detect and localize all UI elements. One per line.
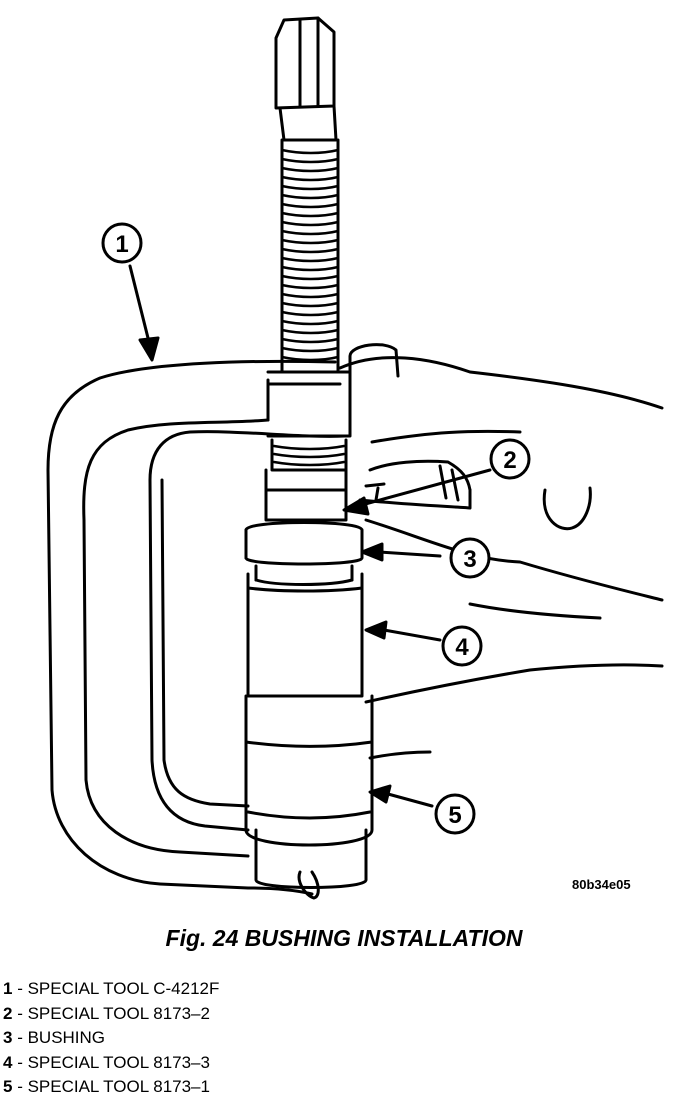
legend-list: 1 - SPECIAL TOOL C-4212F 2 - SPECIAL TOO… — [3, 977, 219, 1100]
callout-2: 2 — [489, 438, 531, 480]
legend-item-separator: - — [12, 1077, 28, 1096]
legend-item-separator: - — [12, 979, 28, 998]
callout-1-label: 1 — [115, 231, 128, 258]
callout-4: 4 — [441, 625, 483, 667]
callout-5-label: 5 — [448, 802, 461, 829]
arrowhead-3 — [360, 542, 384, 562]
figure-code: 80b34e05 — [572, 877, 631, 892]
legend-item-separator: - — [12, 1003, 28, 1023]
leader-3 — [378, 550, 442, 558]
callout-3: 3 — [449, 537, 491, 579]
legend-item-text: SPECIAL TOOL 8173–1 — [27, 1077, 210, 1096]
bushing — [244, 521, 364, 586]
callout-2-label: 2 — [503, 447, 516, 474]
legend-item: 3 - BUSHING — [3, 1026, 219, 1051]
leader-1 — [128, 264, 152, 348]
arrowhead-2 — [342, 496, 370, 516]
legend-item-number: 1 — [3, 979, 13, 998]
legend-item-number: 4 — [3, 1052, 13, 1072]
arrowhead-1 — [138, 336, 160, 362]
legend-item-text: SPECIAL TOOL C-4212F — [27, 979, 220, 998]
callout-leaders — [128, 264, 492, 808]
leader-4 — [382, 628, 442, 642]
legend-item-text: SPECIAL TOOL 8173–3 — [27, 1052, 210, 1072]
legend-item-separator: - — [12, 1028, 28, 1047]
tool-8173-2 — [264, 468, 348, 522]
screw-threads — [272, 148, 346, 467]
legend-item-number: 2 — [3, 1003, 13, 1023]
leader-5 — [386, 792, 434, 808]
tool-8173-3 — [246, 572, 364, 698]
callout-5: 5 — [434, 793, 476, 835]
callout-4-label: 4 — [455, 634, 469, 661]
arrowhead-5 — [368, 784, 392, 804]
callout-1: 1 — [101, 222, 143, 264]
legend-item-text: BUSHING — [27, 1028, 106, 1047]
legend-item-number: 3 — [3, 1028, 13, 1047]
figure-caption: Fig. 24 BUSHING INSTALLATION — [165, 925, 523, 951]
c-frame-tool — [46, 359, 352, 896]
tool-8173-1 — [244, 694, 374, 900]
legend-item: 1 - SPECIAL TOOL C-4212F — [3, 977, 219, 1002]
legend-item-number: 5 — [3, 1077, 13, 1096]
arrowhead-4 — [364, 620, 388, 640]
callout-3-label: 3 — [463, 546, 476, 573]
legend-item: 2 - SPECIAL TOOL 8173–2 — [3, 1002, 219, 1027]
legend-item-text: SPECIAL TOOL 8173–2 — [27, 1003, 210, 1023]
bushing-installation-illustration: 1 2 3 4 5 — [46, 16, 664, 900]
legend-item: 5 - SPECIAL TOOL 8173–1 — [3, 1075, 219, 1100]
forcing-screw — [270, 16, 348, 472]
leader-2 — [356, 468, 492, 508]
legend-item-separator: - — [12, 1052, 28, 1072]
legend-item: 4 - SPECIAL TOOL 8173–3 — [3, 1051, 219, 1076]
